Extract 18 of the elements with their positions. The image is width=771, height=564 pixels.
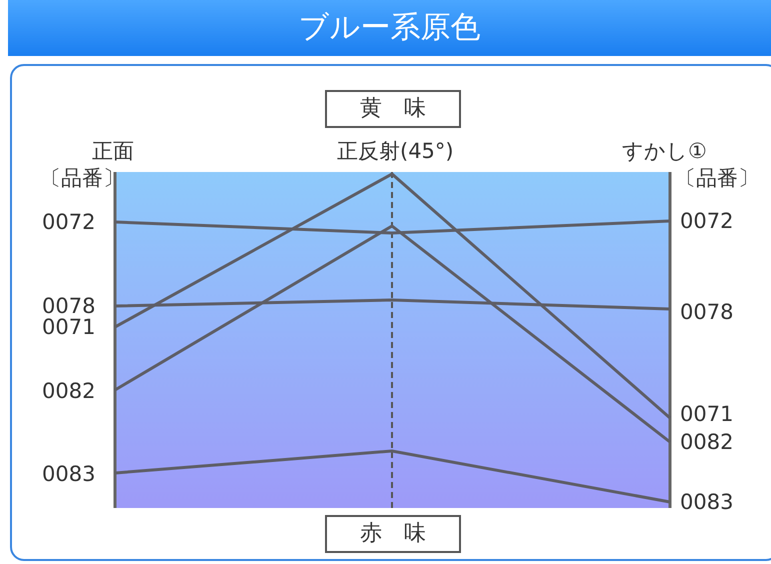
- column-header: 〔品番〕: [40, 166, 124, 190]
- product-code-label: 0072: [42, 210, 96, 234]
- axis-label: 正反射(45°): [337, 139, 454, 163]
- label-box: 黄 味: [325, 90, 461, 128]
- axis-label: すかし①: [622, 139, 707, 163]
- product-code-label: 0071: [42, 315, 96, 339]
- label-box: 赤 味: [325, 515, 461, 553]
- axis-label: 正面: [92, 139, 134, 163]
- product-code-label: 0071: [680, 402, 734, 426]
- product-code-label: 0078: [680, 300, 734, 324]
- title-bar: ブルー系原色: [8, 0, 771, 56]
- product-code-label: 0082: [680, 430, 734, 454]
- product-code-label: 0083: [680, 490, 734, 514]
- column-header: 〔品番〕: [675, 166, 759, 190]
- product-code-label: 0083: [42, 462, 96, 486]
- product-code-label: 0078: [42, 294, 96, 318]
- product-code-label: 0072: [680, 209, 734, 233]
- product-code-label: 0082: [42, 379, 96, 403]
